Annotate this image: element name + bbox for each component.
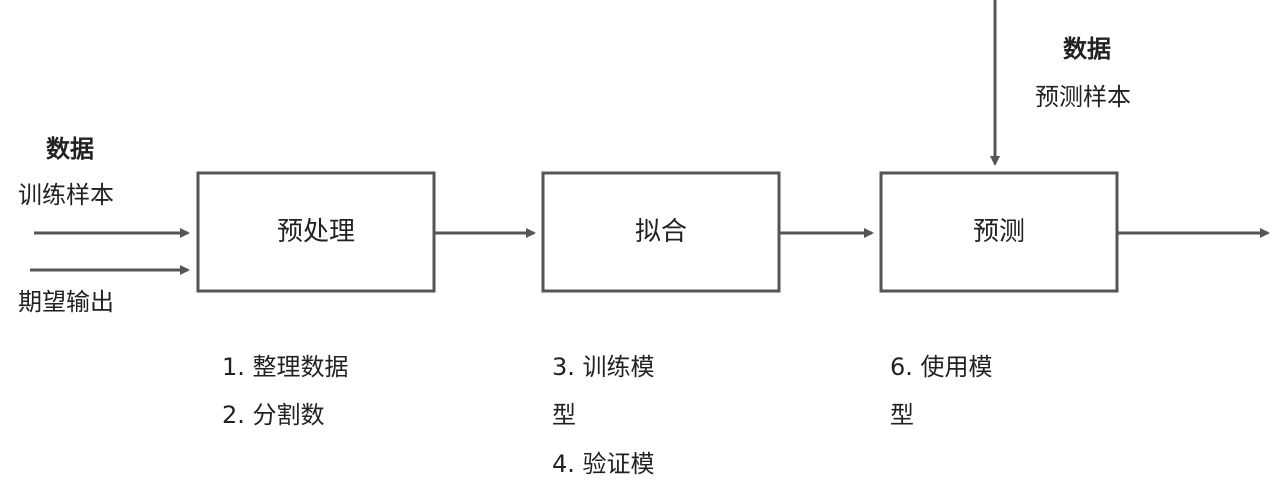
fit-note-3: 4. 验证模 <box>552 450 655 478</box>
predict-note-2: 型 <box>890 401 914 429</box>
preprocess-box <box>196 171 436 293</box>
predict-note-1: 6. 使用模 <box>890 353 993 381</box>
input-data-title: 数据 <box>46 135 94 163</box>
fit-note-2: 型 <box>552 401 576 429</box>
fit-note-1: 3. 训练模 <box>552 353 655 381</box>
expected-output-label: 期望输出 <box>18 288 114 316</box>
predict-label: 预测 <box>972 217 1025 247</box>
fit-box <box>541 171 781 293</box>
predict-box <box>879 171 1119 293</box>
preprocess-note-2: 2. 分割数 <box>222 401 325 429</box>
predict-sample-label: 预测样本 <box>1035 83 1131 111</box>
predict-data-title: 数据 <box>1063 35 1111 63</box>
fit-label: 拟合 <box>634 217 687 247</box>
preprocess-note-1: 1. 整理数据 <box>222 353 349 381</box>
preprocess-label: 预处理 <box>276 217 355 247</box>
train-sample-label: 训练样本 <box>18 181 114 209</box>
